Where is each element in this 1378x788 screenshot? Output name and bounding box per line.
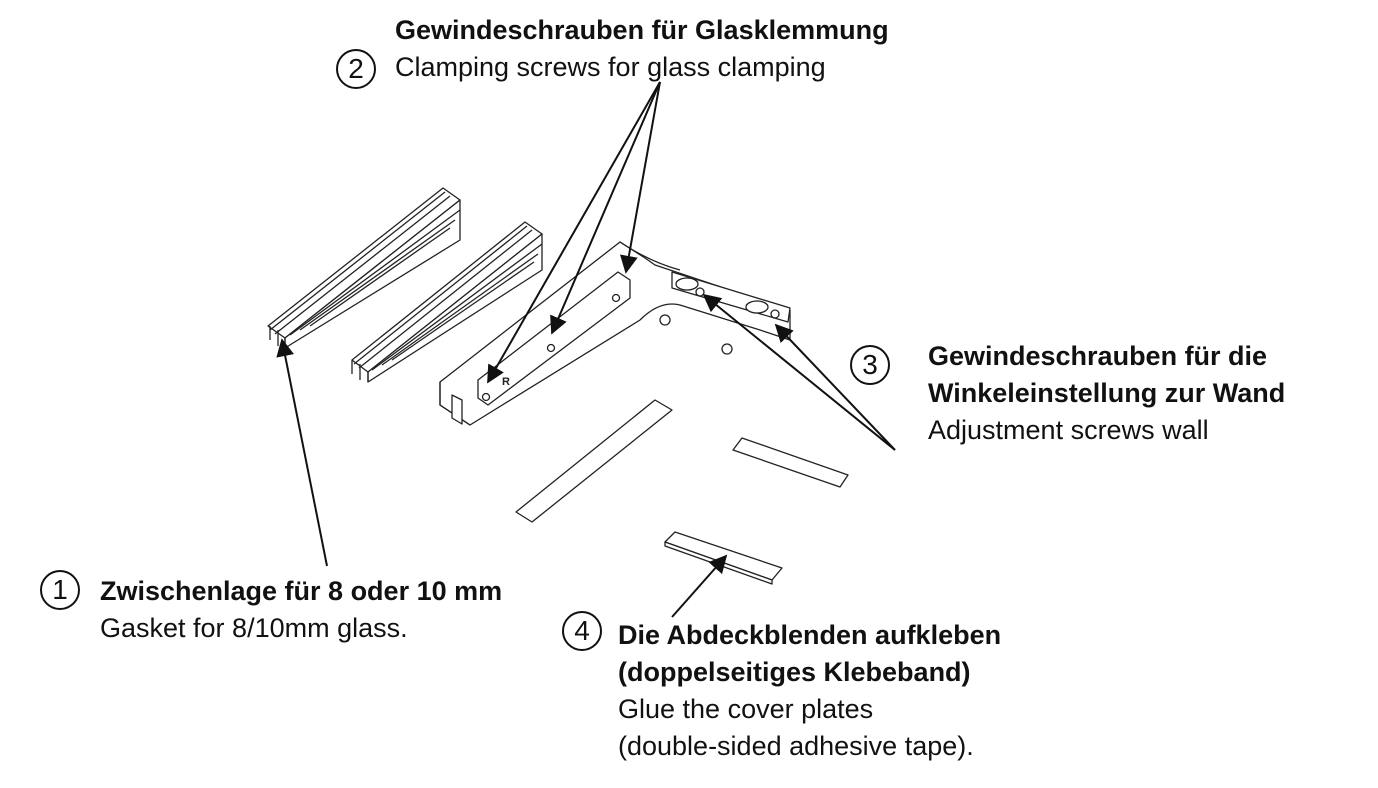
callout-3: Gewindeschrauben für die Winkeleinstellu… xyxy=(928,338,1285,449)
callout-2: Gewindeschrauben für Glasklemmung Clampi… xyxy=(395,12,889,86)
callout-4-german-line-2: (doppelseitiges Klebeband) xyxy=(618,657,971,687)
callout-3-english: Adjustment screws wall xyxy=(928,415,1209,445)
callout-number-1: 1 xyxy=(40,570,80,610)
arrow-cover-plate xyxy=(671,554,728,618)
arrow-gasket xyxy=(276,338,328,567)
callout-2-german: Gewindeschrauben für Glasklemmung xyxy=(395,15,889,45)
arrow-adjust-screw-2 xyxy=(774,323,896,451)
gasket-strip-right xyxy=(351,221,543,383)
callout-1-english: Gasket for 8/10mm glass. xyxy=(100,613,408,643)
adhesive-strip-long xyxy=(515,399,673,523)
callout-2-english: Clamping screws for glass clamping xyxy=(395,52,826,82)
bracket-marking: R xyxy=(502,376,510,388)
callout-number-2: 2 xyxy=(336,49,376,89)
gasket-strip-left xyxy=(267,187,461,349)
callout-1: Zwischenlage für 8 oder 10 mm Gasket for… xyxy=(100,573,502,647)
callout-4-german-line-1: Die Abdeckblenden aufkleben xyxy=(618,620,1002,650)
callout-number-3: 3 xyxy=(850,345,890,385)
callout-3-german-line-2: Winkeleinstellung zur Wand xyxy=(928,378,1286,408)
arrow-clamp-screw-3 xyxy=(619,81,661,274)
callout-3-german-line-1: Gewindeschrauben für die xyxy=(928,341,1268,371)
callout-1-german: Zwischenlage für 8 oder 10 mm xyxy=(100,576,503,606)
arrow-adjust-screw-1 xyxy=(702,293,896,451)
callout-4: Die Abdeckblenden aufkleben (doppelseiti… xyxy=(618,617,1001,765)
arrow-clamp-screw-2 xyxy=(550,81,661,335)
wall-bracket xyxy=(439,241,791,426)
callout-number-4: 4 xyxy=(562,611,602,651)
callout-4-english-line-2: (double-sided adhesive tape). xyxy=(618,731,974,761)
adhesive-strip-short xyxy=(732,437,849,488)
callout-4-english-line-1: Glue the cover plates xyxy=(618,694,874,724)
arrow-clamp-screw-1 xyxy=(487,81,661,384)
